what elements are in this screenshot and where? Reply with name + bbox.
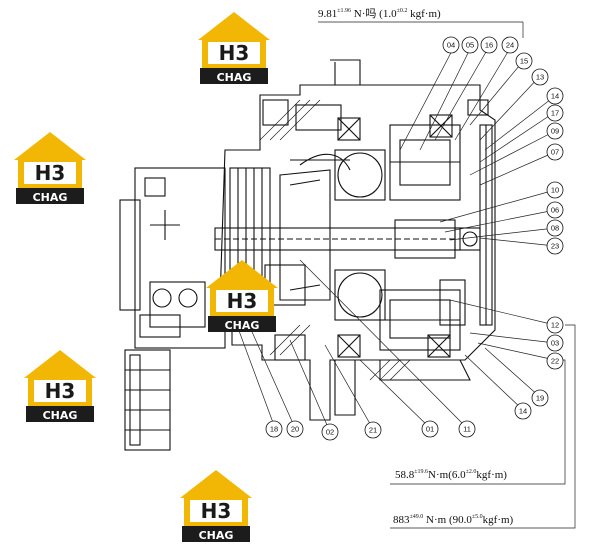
watermark-logo-1: H3 CHAG bbox=[198, 12, 270, 84]
callout-05: 05 bbox=[461, 36, 479, 54]
svg-text:03: 03 bbox=[551, 339, 559, 348]
svg-text:CHAG: CHAG bbox=[225, 319, 260, 332]
svg-text:01: 01 bbox=[426, 425, 434, 434]
callout-04: 04 bbox=[442, 36, 460, 54]
svg-text:05: 05 bbox=[466, 41, 474, 50]
callout-10: 10 bbox=[546, 181, 564, 199]
svg-text:CHAG: CHAG bbox=[217, 71, 252, 84]
svg-text:08: 08 bbox=[551, 224, 559, 233]
callout-12: 12 bbox=[546, 316, 564, 334]
callout-21: 21 bbox=[364, 421, 382, 439]
callout-24: 24 bbox=[501, 36, 519, 54]
callout-14-bottom: 14 bbox=[514, 402, 532, 420]
svg-text:20: 20 bbox=[291, 425, 299, 434]
callout-14-top: 14 bbox=[546, 87, 564, 105]
svg-text:CHAG: CHAG bbox=[199, 529, 234, 542]
svg-text:23: 23 bbox=[551, 242, 559, 251]
leader-lines bbox=[234, 21, 576, 529]
svg-text:22: 22 bbox=[551, 357, 559, 366]
svg-text:11: 11 bbox=[463, 425, 471, 434]
svg-text:21: 21 bbox=[369, 426, 377, 435]
watermark-logo-4: H3 CHAG bbox=[24, 350, 96, 422]
torque-label-bottom: 883±49.0 N·m (90.0±5.0kgf·m) bbox=[393, 514, 514, 526]
callout-03: 03 bbox=[546, 334, 564, 352]
callout-11: 11 bbox=[458, 420, 476, 438]
callout-01: 01 bbox=[421, 420, 439, 438]
callout-02: 02 bbox=[321, 423, 339, 441]
svg-text:CHAG: CHAG bbox=[43, 409, 78, 422]
callout-08: 08 bbox=[546, 219, 564, 237]
svg-text:15: 15 bbox=[520, 57, 528, 66]
callout-16: 16 bbox=[480, 36, 498, 54]
svg-text:10: 10 bbox=[551, 186, 559, 195]
part-callouts: 04 05 16 24 15 13 14 17 09 07 10 06 08 2… bbox=[265, 36, 564, 441]
svg-text:18: 18 bbox=[270, 425, 278, 434]
svg-text:12: 12 bbox=[551, 321, 559, 330]
torque-label-middle: 58.8±19.6N·m(6.0±2.0kgf·m) bbox=[395, 469, 507, 481]
svg-text:14: 14 bbox=[519, 407, 527, 416]
svg-text:H3: H3 bbox=[201, 499, 232, 523]
svg-text:H3: H3 bbox=[227, 289, 258, 313]
svg-text:14: 14 bbox=[551, 92, 559, 101]
svg-text:19: 19 bbox=[536, 394, 544, 403]
svg-text:13: 13 bbox=[536, 73, 544, 82]
motor-cross-section bbox=[119, 59, 496, 451]
svg-text:24: 24 bbox=[506, 41, 514, 50]
svg-text:H3: H3 bbox=[219, 41, 250, 65]
callout-19: 19 bbox=[531, 389, 549, 407]
callout-09: 09 bbox=[546, 122, 564, 140]
svg-text:09: 09 bbox=[551, 127, 559, 136]
svg-text:07: 07 bbox=[551, 148, 559, 157]
svg-text:04: 04 bbox=[447, 41, 455, 50]
callout-17: 17 bbox=[546, 104, 564, 122]
callout-18: 18 bbox=[265, 420, 283, 438]
callout-20: 20 bbox=[286, 420, 304, 438]
callout-15: 15 bbox=[515, 52, 533, 70]
callout-07: 07 bbox=[546, 143, 564, 161]
svg-text:H3: H3 bbox=[45, 379, 76, 403]
watermark-logo-5: H3 CHAG bbox=[180, 470, 252, 542]
callout-06: 06 bbox=[546, 201, 564, 219]
svg-text:CHAG: CHAG bbox=[33, 191, 68, 204]
callout-23: 23 bbox=[546, 237, 564, 255]
torque-label-top: 9.81±1.96 N·吗 (1.0±0.2 kgf·m) bbox=[318, 7, 441, 20]
svg-text:16: 16 bbox=[485, 41, 493, 50]
callout-22: 22 bbox=[546, 352, 564, 370]
watermark-logo-2: H3 CHAG bbox=[14, 132, 86, 204]
svg-text:H3: H3 bbox=[35, 161, 66, 185]
watermark-logo-3: H3 CHAG bbox=[206, 260, 278, 332]
svg-text:06: 06 bbox=[551, 206, 559, 215]
svg-text:17: 17 bbox=[551, 109, 559, 118]
callout-13: 13 bbox=[531, 68, 549, 86]
svg-text:02: 02 bbox=[326, 428, 334, 437]
